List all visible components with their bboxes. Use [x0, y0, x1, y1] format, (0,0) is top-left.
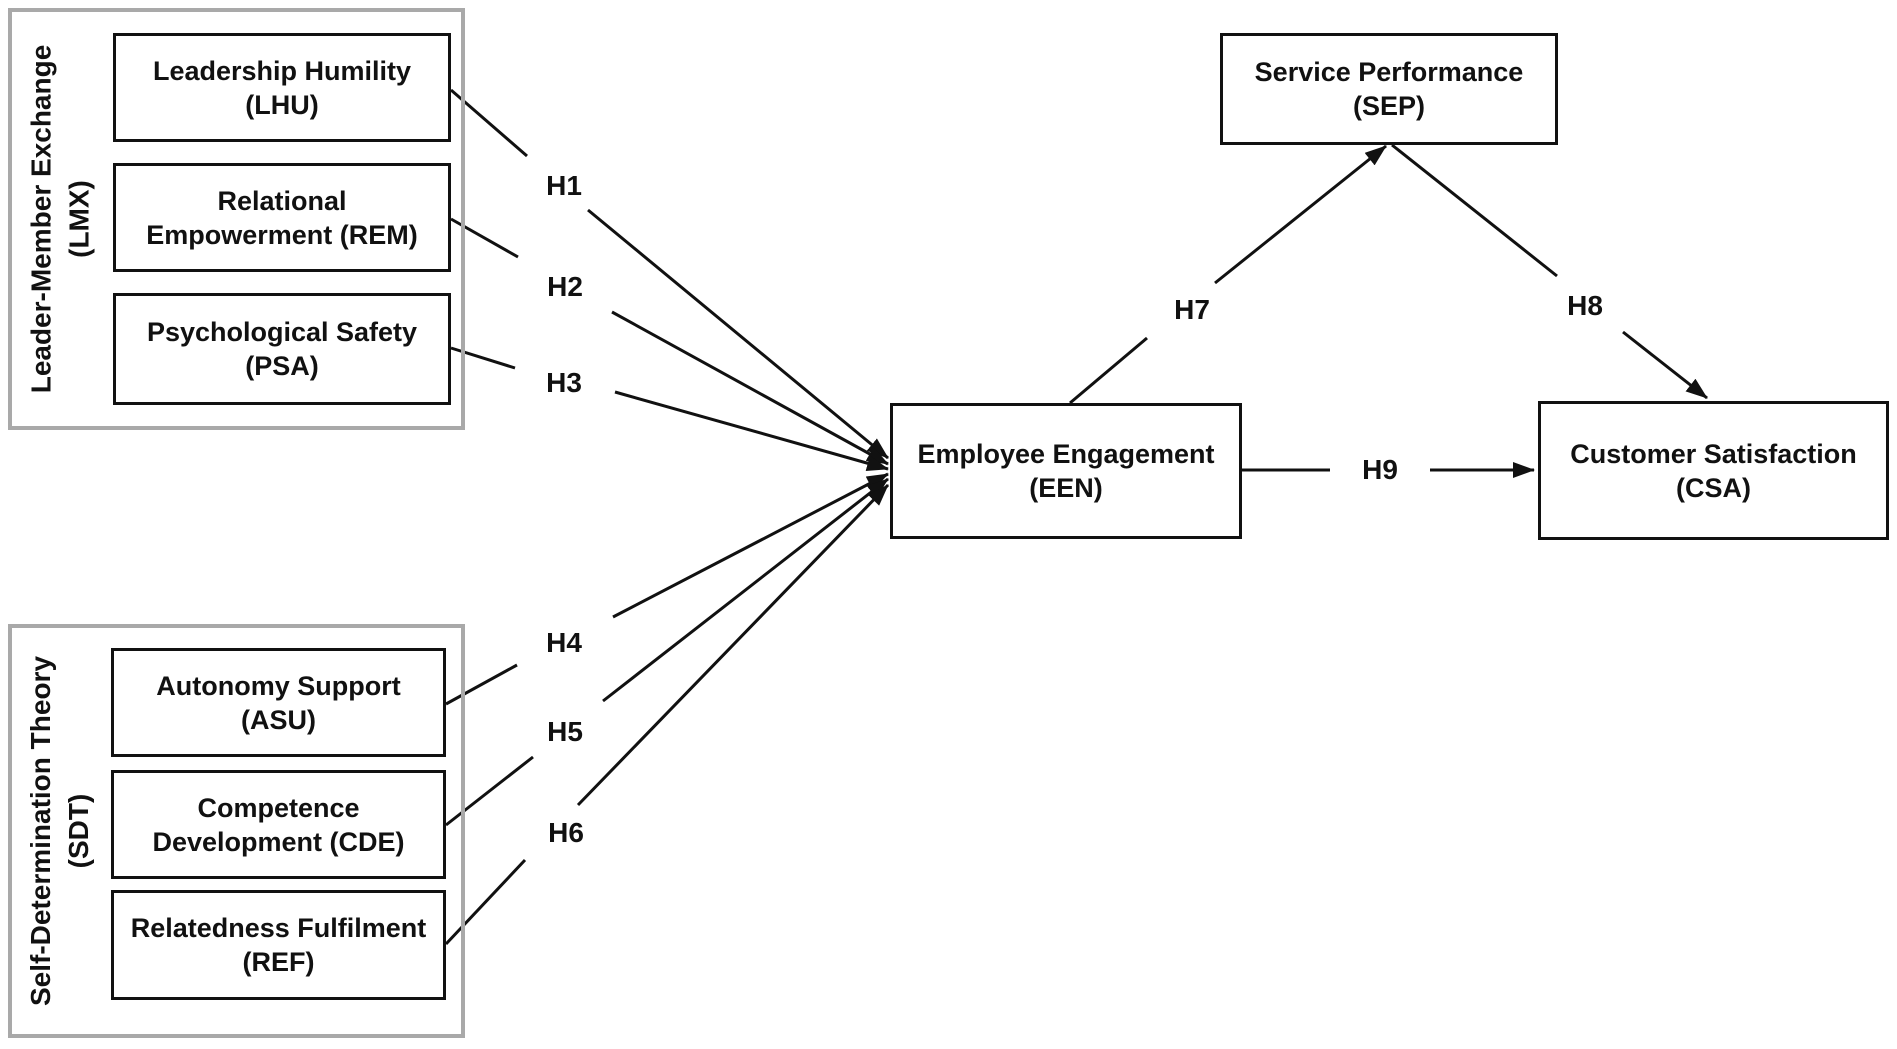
node-label: Relational	[217, 185, 347, 216]
node-label: Competence	[197, 792, 360, 823]
node-abbrev: (CSA)	[1676, 472, 1751, 503]
node-label: Customer Satisfaction	[1570, 438, 1857, 469]
group-lmx-title-line1: Leader-Member Exchange	[25, 44, 57, 394]
node-abbrev: Development (CDE)	[152, 826, 405, 857]
group-lmx-title-line2: (LMX)	[63, 180, 95, 258]
node-abbrev: (PSA)	[245, 351, 319, 381]
label-h5: H5	[545, 716, 585, 748]
group-lmx-frame	[8, 8, 465, 430]
node-autonomy-support: Autonomy Support (ASU)	[111, 648, 446, 757]
node-competence-development: Competence Development (CDE)	[111, 770, 446, 879]
node-label: Autonomy Support	[156, 670, 401, 701]
node-customer-satisfaction: Customer Satisfaction (CSA)	[1538, 401, 1889, 540]
label-h2: H2	[545, 271, 585, 303]
group-sdt-frame	[8, 624, 465, 1038]
node-relatedness-fulfilment: Relatedness Fulfilment (REF)	[111, 890, 446, 1000]
edge-h4	[445, 472, 889, 706]
label-h6: H6	[546, 817, 586, 849]
edge-h8	[1391, 143, 1708, 400]
node-abbrev: (EEN)	[1029, 473, 1103, 503]
node-label: Relatedness Fulfilment	[130, 913, 427, 943]
label-h4: H4	[544, 627, 584, 659]
node-service-performance: Service Performance (SEP)	[1220, 33, 1558, 145]
label-h9: H9	[1360, 454, 1400, 486]
node-abbrev: (LHU)	[245, 89, 319, 120]
edge-h1	[450, 88, 889, 460]
node-abbrev: (SEP)	[1352, 91, 1425, 121]
node-relational-empowerment: Relational Empowerment (REM)	[113, 163, 451, 272]
group-sdt-title: Self-Determination Theory (SDT)	[8, 624, 113, 1038]
edge-h5	[445, 477, 889, 827]
edge-h2	[450, 217, 889, 466]
group-lmx-title: Leader-Member Exchange (LMX)	[8, 8, 113, 430]
node-employee-engagement: Employee Engagement (EEN)	[890, 403, 1242, 539]
node-label: Leadership Humility	[152, 55, 412, 86]
node-abbrev: Empowerment (REM)	[146, 219, 418, 250]
edge-h3	[450, 346, 889, 471]
edge-h6	[444, 483, 890, 946]
label-h7: H7	[1172, 294, 1212, 326]
label-h8: H8	[1565, 290, 1605, 322]
node-psychological-safety: Psychological Safety (PSA)	[113, 293, 451, 405]
node-abbrev: (REF)	[242, 947, 315, 977]
node-leadership-humility: Leadership Humility (LHU)	[113, 33, 451, 142]
node-label: Service Performance	[1254, 57, 1524, 87]
group-sdt-title-line2: (SDT)	[63, 793, 95, 869]
edge-h7	[1069, 144, 1387, 405]
label-h3: H3	[544, 367, 584, 399]
label-h1: H1	[544, 170, 584, 202]
node-label: Psychological Safety	[146, 317, 418, 347]
node-label: Employee Engagement	[917, 439, 1215, 469]
group-sdt-title-line1: Self-Determination Theory	[25, 655, 57, 1007]
node-abbrev: (ASU)	[241, 704, 316, 735]
